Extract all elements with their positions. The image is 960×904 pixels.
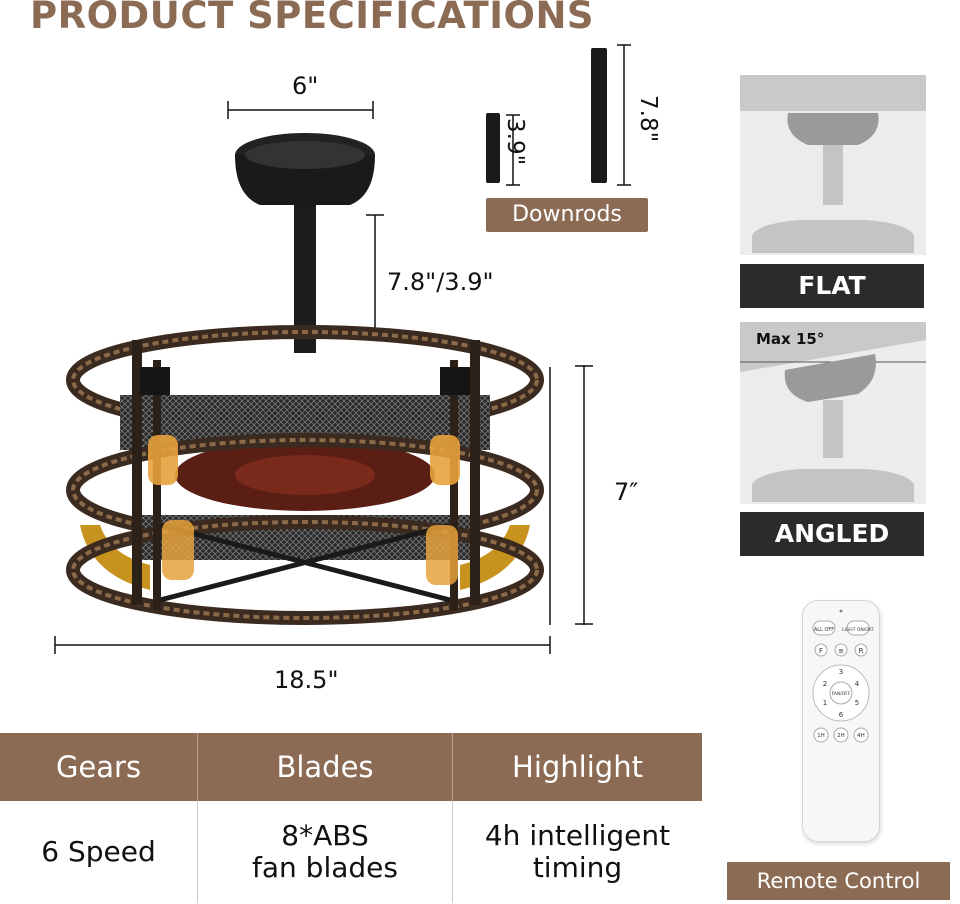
- speed-3-button[interactable]: 3: [839, 668, 843, 676]
- speed-4-button[interactable]: 4: [855, 680, 860, 688]
- speed-2-button[interactable]: 2: [823, 680, 827, 688]
- angled-label: ANGLED: [740, 512, 924, 556]
- width-dimension-line: [54, 636, 551, 654]
- fan-off-button[interactable]: FAN/OFF: [832, 691, 851, 697]
- speed-6-button[interactable]: 6: [839, 711, 844, 719]
- height-label: 7″: [614, 478, 639, 506]
- specs-table: Gears Blades Highlight 6 Speed 8*ABS fan…: [0, 733, 702, 903]
- long-downrod: [591, 48, 607, 183]
- all-off-button[interactable]: ALL OFF: [814, 627, 834, 633]
- f-button[interactable]: F: [819, 647, 823, 655]
- specs-value-row: 6 Speed 8*ABS fan blades 4h intelligent …: [0, 801, 702, 903]
- cell-gears: 6 Speed: [0, 801, 198, 903]
- downrod-length-label: 7.8"/3.9": [387, 268, 494, 296]
- remote-buttons: ALL OFF LIGHT ON/OFF F ≡ R FAN/OFF 3 2 4…: [812, 609, 874, 743]
- blades-value-line2: fan blades: [252, 851, 398, 884]
- speed-1-button[interactable]: 1: [823, 699, 827, 707]
- downrod: [294, 203, 316, 353]
- flat-ceiling-label: FLAT CEILING: [740, 264, 924, 344]
- max-angle-label: Max 15°: [756, 330, 825, 348]
- width-label: 18.5": [274, 666, 339, 694]
- header-gears: Gears: [0, 733, 198, 801]
- downrods-illustration: [486, 44, 631, 186]
- ceiling-fan-illustration: [54, 101, 551, 654]
- speed-5-button[interactable]: 5: [855, 699, 859, 707]
- page-title: PRODUCT SPECIFICATIONS: [30, 0, 595, 37]
- downrods-label: Downrods: [486, 198, 648, 232]
- flat-ceiling-diagram: [740, 75, 926, 255]
- canopy-width-label: 6": [292, 72, 319, 100]
- cell-blades: 8*ABS fan blades: [197, 801, 453, 903]
- downrod-dimension-line: [366, 214, 384, 333]
- timer-2h-button[interactable]: 2H: [837, 733, 845, 739]
- timer-1h-button[interactable]: 1H: [817, 733, 825, 739]
- timer-4h-button[interactable]: 4H: [857, 733, 865, 739]
- header-blades: Blades: [197, 733, 453, 801]
- light-mode-icon[interactable]: ≡: [838, 647, 844, 655]
- cell-highlight: 4h intelligent timing: [453, 801, 703, 903]
- fan-cage: [66, 325, 544, 625]
- gears-value: 6 Speed: [41, 835, 156, 868]
- light-bulbs: [140, 367, 470, 585]
- light-button[interactable]: LIGHT ON/OFF: [842, 627, 874, 633]
- highlight-value-line1: 4h intelligent: [484, 819, 671, 852]
- highlight-value-line2: timing: [532, 851, 623, 884]
- specs-header-row: Gears Blades Highlight: [0, 733, 702, 801]
- angled-ceiling-diagram: [740, 322, 926, 504]
- short-rod-label: 3.9": [502, 118, 528, 166]
- canopy: [235, 133, 375, 205]
- canopy-width-dimension-line: [227, 101, 374, 119]
- remote-control: ALL OFF LIGHT ON/OFF F ≡ R FAN/OFF 3 2 4…: [802, 600, 880, 842]
- short-downrod: [486, 113, 500, 183]
- r-button[interactable]: R: [859, 647, 864, 655]
- remote-control-label: Remote Control: [727, 862, 950, 900]
- long-rod-label: 7.8": [635, 95, 661, 143]
- header-highlight: Highlight: [452, 733, 702, 801]
- blades-value-line1: 8*ABS: [281, 819, 369, 852]
- height-dimension-bar: [575, 365, 593, 625]
